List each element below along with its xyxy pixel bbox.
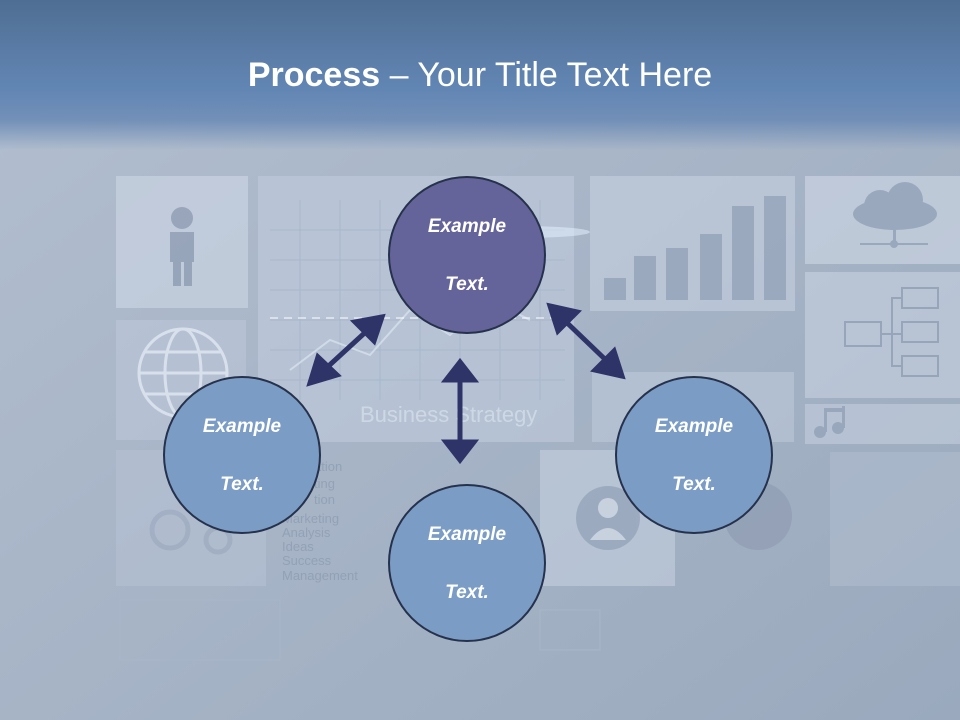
node-left-line2: Text. [220,473,264,495]
node-top-line2: Text. [445,273,489,295]
background-list-word: Analysis [282,525,331,540]
node-right-line2: Text. [672,473,716,495]
background-list-word: Success [282,553,332,568]
node-bottom-line1: Example [427,523,507,545]
node-right-line1: Example [654,415,734,437]
slide-title: Process – Your Title Text Here [0,52,960,98]
background-list-word: ting [314,476,335,491]
background-list-word: Marketing [282,511,339,526]
background-list-word: tion [314,492,335,507]
node-left-line1: Example [202,415,282,437]
title-bar [0,0,960,150]
background-business-strategy: Business Strategy [360,402,537,427]
node-bottom-line2: Text. [445,581,489,603]
background-list-word: Management [282,568,358,583]
node-top-line1: Example [427,215,507,237]
background-list-word: ation [314,459,342,474]
title-rest: – Your Title Text Here [380,56,713,94]
background-list-word: Ideas [282,539,314,554]
title-bold: Process [247,56,381,94]
